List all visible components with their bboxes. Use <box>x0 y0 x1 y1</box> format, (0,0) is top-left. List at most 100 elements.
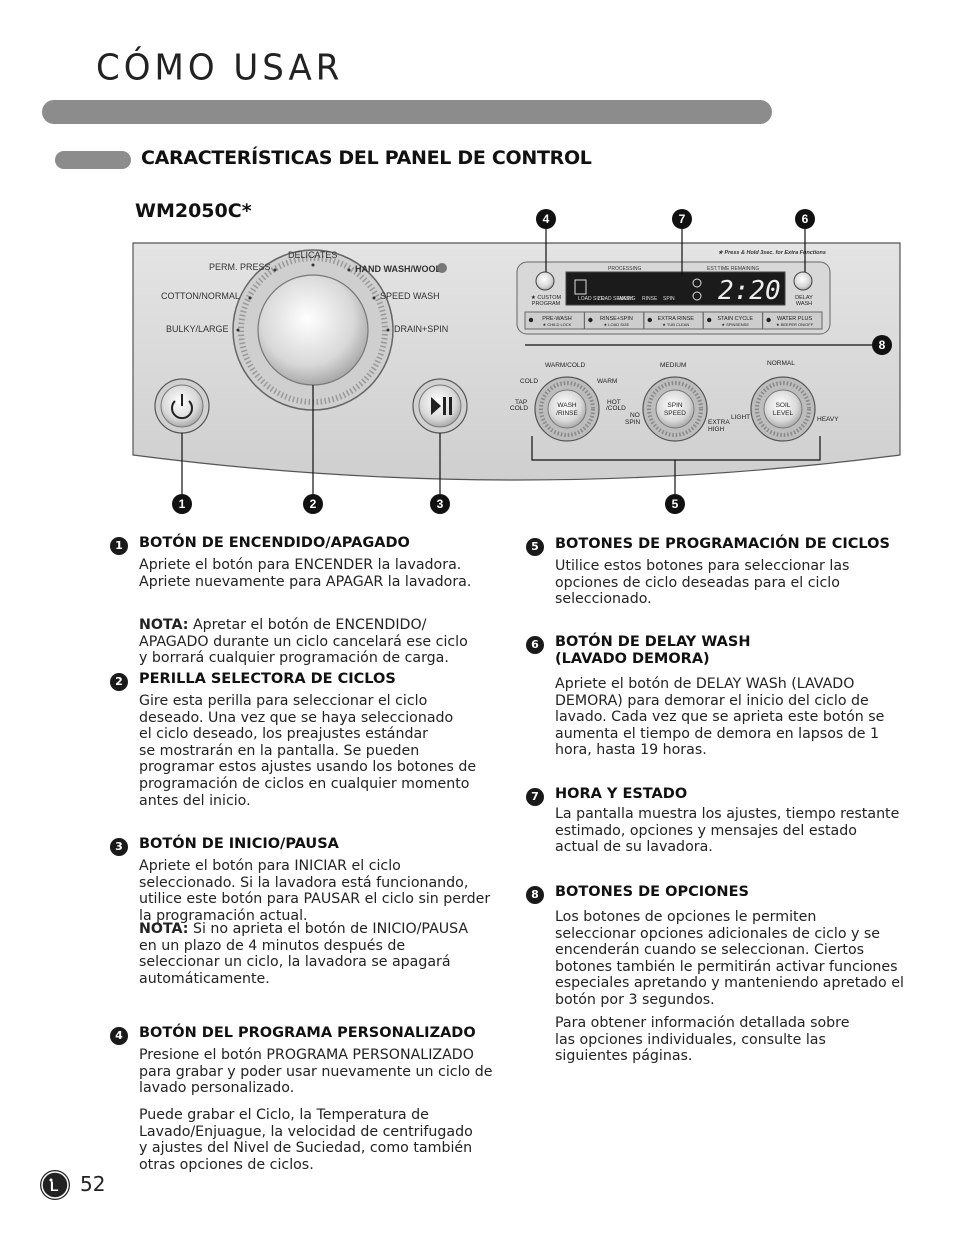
callout-6 <box>795 209 815 229</box>
cycle-hand-wash: HAND WASH/WOOL <box>355 264 441 274</box>
status-display <box>565 271 786 306</box>
item-note: NOTA: Si no aprieta el botón de INICIO/P… <box>139 921 469 987</box>
callout-number-3: 3 <box>437 497 444 511</box>
bracket-5 <box>531 436 821 461</box>
display-step: RINSE <box>642 296 658 302</box>
item-body: Apriete el botón de DELAY WASh (LAVADO D… <box>555 676 885 759</box>
item-note: NOTA: Apretar el botón de ENCENDIDO/ APA… <box>139 617 468 667</box>
lg-logo-icon: L <box>40 1170 70 1200</box>
power-icon <box>171 394 193 420</box>
cycle-bulky: BULKY/LARGE <box>166 324 229 334</box>
callout-4 <box>536 209 556 229</box>
callout-number-6: 6 <box>802 212 809 226</box>
lock-icon <box>692 278 702 288</box>
item-heading: BOTÓN DEL PROGRAMA PERSONALIZADO <box>139 1025 476 1041</box>
item-number-badge: 8 <box>526 886 544 904</box>
delay-wash-button <box>793 271 813 291</box>
cycle-drain-spin: DRAIN+SPIN <box>394 324 448 334</box>
clock-icon <box>692 291 702 301</box>
control-panel-diagram: DELICATES PERM. PRESS HAND WASH/WOOL COT… <box>132 209 901 514</box>
option-label: RINSE+SPIN <box>600 316 633 322</box>
callout-number-5: 5 <box>672 497 679 511</box>
option-label: STAIN CYCLE <box>717 316 753 322</box>
callout-5 <box>665 494 685 514</box>
soil-normal: NORMAL <box>767 360 795 367</box>
option-indicator <box>588 317 593 323</box>
section-heading: CARACTERÍSTICAS DEL PANEL DE CONTROL <box>141 147 592 169</box>
cycle-perm-press: PERM. PRESS <box>209 262 271 272</box>
soil-heavy: HEAVY <box>817 416 839 423</box>
play-pause-icon <box>431 397 452 415</box>
wool-icon <box>437 263 447 273</box>
temp-warm-cold: WARM/COLD <box>545 362 586 369</box>
display-step: LOAD SENSING <box>598 296 636 302</box>
callout-1 <box>172 494 192 514</box>
temp-hot-cold: HOT/COLD <box>606 399 626 412</box>
item-body: La pantalla muestra los ajustes, tiempo … <box>555 806 900 856</box>
item-heading: BOTÓN DE DELAY WASH (LAVADO DEMORA) <box>555 634 751 667</box>
item-heading: HORA Y ESTADO <box>555 786 688 802</box>
page-title: CÓMO USAR <box>96 47 344 89</box>
item-number-badge: 5 <box>526 538 544 556</box>
item-heading: BOTÓN DE ENCENDIDO/APAGADO <box>139 535 410 551</box>
load-size-icon <box>574 279 587 295</box>
callout-number-2: 2 <box>310 497 317 511</box>
title-rule <box>42 100 772 124</box>
item-body: Puede grabar el Ciclo, la Temperatura de… <box>139 1107 473 1173</box>
callout-number-4: 4 <box>543 212 550 226</box>
callout-8 <box>872 335 892 355</box>
soil-knob <box>750 376 816 442</box>
svg-text:L: L <box>50 1178 59 1194</box>
item-heading: BOTONES DE PROGRAMACIÓN DE CICLOS <box>555 536 890 552</box>
item-number-badge: 2 <box>110 673 128 691</box>
page-number: 52 <box>80 1172 106 1196</box>
callout-3 <box>430 494 450 514</box>
item-body: Presione el botón PROGRAMA PERSONALIZADO… <box>139 1047 493 1097</box>
time-readout: 2:20 <box>718 276 781 306</box>
option-label: WATER PLUS <box>777 316 812 322</box>
item-number-badge: 1 <box>110 537 128 555</box>
temp-knob-label: WASH/RINSE <box>556 402 578 417</box>
option-sub-label: ★ SPINSENSE <box>721 322 749 327</box>
processing-label: PROCESSING <box>608 266 641 272</box>
option-indicator <box>766 317 771 323</box>
temp-warm: WARM <box>597 378 617 385</box>
option-button-water-plus[interactable]: WATER PLUS★ BEEPER ON/OFF <box>762 311 823 330</box>
callout-2 <box>303 494 323 514</box>
item-heading: BOTONES DE OPCIONES <box>555 884 749 900</box>
item-number-badge: 3 <box>110 838 128 856</box>
est-time-label: EST.TIME REMAINING <box>707 266 759 272</box>
item-body: Apriete el botón para ENCENDER la lavado… <box>139 557 472 590</box>
cycle-speed-wash: SPEED WASH <box>380 291 440 301</box>
item-body: Para obtener información detallada sobre… <box>555 1015 850 1065</box>
soil-light: LIGHT <box>731 414 750 421</box>
option-indicator <box>647 317 652 323</box>
item-body: Los botones de opciones le permiten sele… <box>555 909 904 1008</box>
spin-medium: MEDIUM <box>660 362 686 369</box>
option-label: EXTRA RINSE <box>658 316 695 322</box>
display-step: SPIN <box>663 296 675 302</box>
option-label: PRE-WASH <box>542 316 571 322</box>
model-number: WM2050C* <box>135 200 252 222</box>
callout-7 <box>672 209 692 229</box>
item-body: Utilice estos botones para seleccionar l… <box>555 558 850 608</box>
option-sub-label: ★ LOAD SIZE <box>604 322 630 327</box>
temp-cold: COLD <box>520 378 538 385</box>
option-sub-label: ★ BEEPER ON/OFF <box>776 322 814 327</box>
callout-lines <box>181 228 872 494</box>
item-number-badge: 6 <box>526 636 544 654</box>
options-row: PRE-WASH★ CHILD LOCK RINSE+SPIN★ LOAD SIZ… <box>524 311 823 330</box>
display-step: LOAD SIZE <box>578 296 605 302</box>
option-indicator <box>528 317 534 323</box>
option-sub-label: ★ CHILD LOCK <box>543 322 572 327</box>
item-body: Gire esta perilla para seleccionar el ci… <box>139 693 477 809</box>
item-heading: PERILLA SELECTORA DE CICLOS <box>139 671 396 687</box>
cycle-delicates: DELICATES <box>288 250 337 260</box>
